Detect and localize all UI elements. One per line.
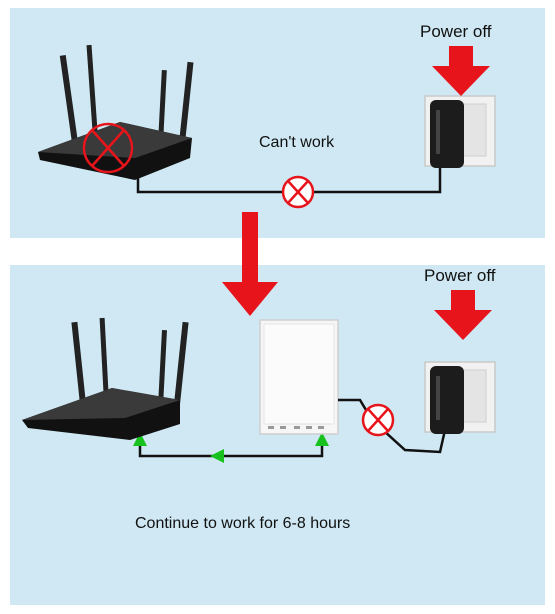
power-off-label-top: Power off [420,22,492,41]
wall-outlet-icon-top [424,95,496,168]
router-icon-top [38,44,194,180]
green-arrow-icon-2 [210,449,224,463]
error-x-icon-cable [281,175,315,209]
error-x-icon-router [82,122,134,174]
router-icon-bottom [22,317,189,440]
runtime-caption: Continue to work for 6-8 hours [135,515,351,532]
green-arrow-icon-3 [315,432,329,446]
down-arrow-icon-power-bottom [434,290,492,340]
green-arrow-icon-1 [133,432,147,446]
cant-work-label: Can't work [259,134,335,151]
transition-arrow-icon [222,212,278,316]
ac-cable-bottom [338,398,447,454]
down-arrow-icon-power-top [432,46,490,96]
error-x-icon-bottom-cable [361,403,395,437]
dc-cable-bottom [138,440,324,458]
wall-outlet-icon-bottom [424,361,496,434]
power-off-label-bottom: Power off [424,266,496,285]
mini-ups-device-icon [259,319,339,435]
